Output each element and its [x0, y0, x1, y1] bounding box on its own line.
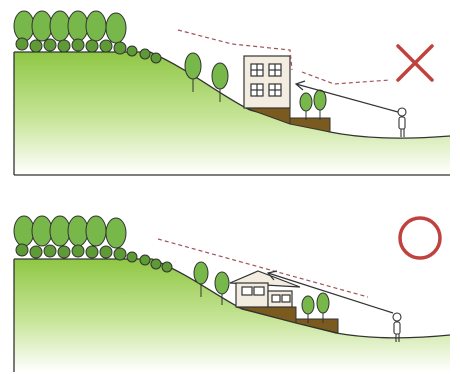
panel-good-example: [0, 187, 460, 374]
person-observer: [398, 108, 406, 137]
garden-trees: [300, 90, 326, 120]
hill-ground: [14, 52, 450, 175]
panel-bad-example: [0, 0, 460, 187]
cross-mark-icon: [392, 40, 438, 86]
low-house: [230, 271, 300, 307]
scene-bad: [0, 0, 460, 187]
tall-building: [244, 56, 290, 108]
scene-good: [0, 187, 460, 374]
hill-ground: [14, 259, 450, 372]
circle-mark-icon: [395, 213, 445, 263]
